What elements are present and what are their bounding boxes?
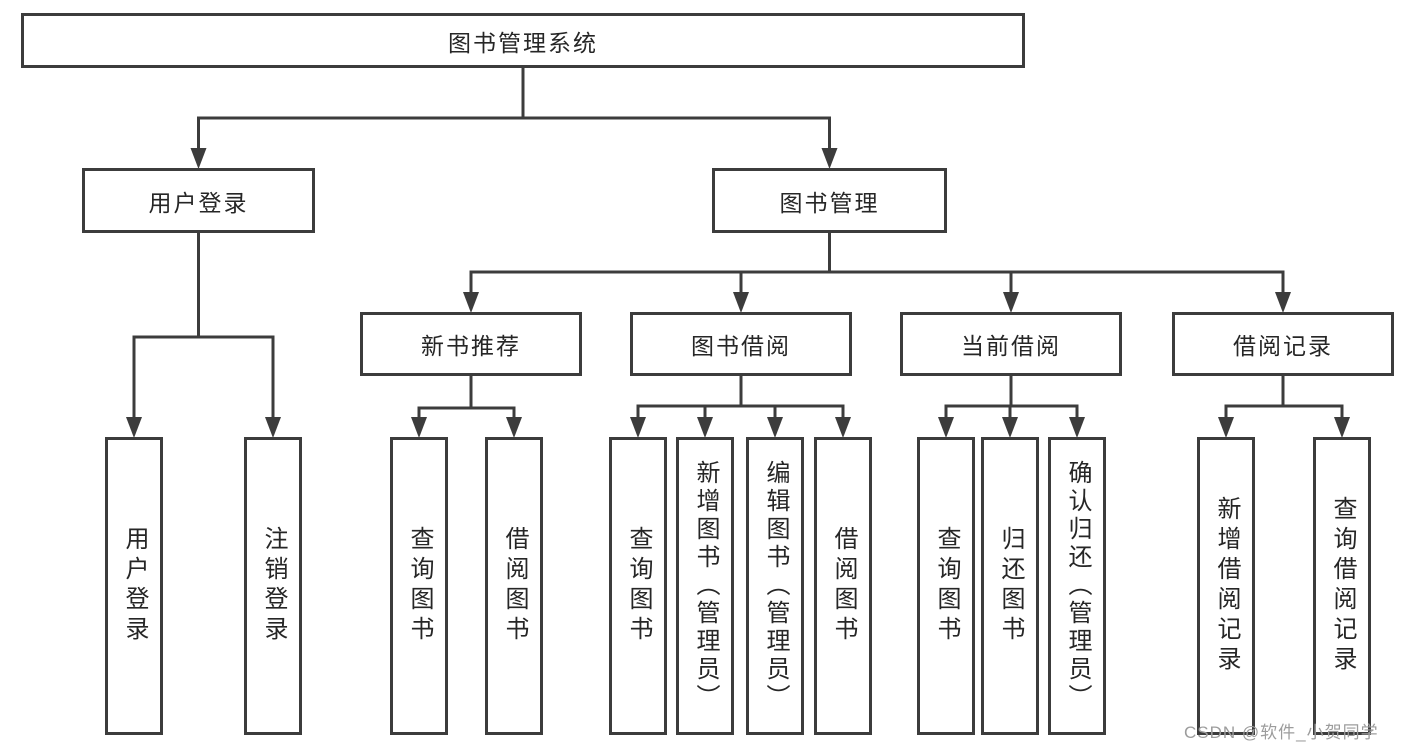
connector-newbook-to-leaves [417,376,516,420]
connector-current-to-leaves [944,376,1079,420]
leaf-add-borrow-record-label: 新增借阅记录 [1213,496,1240,676]
leaf-edit-book-admin-label: 编辑图书（管理员） [762,460,789,712]
leaf-confirm-return-admin: 确认归还（管理员） [1048,437,1106,735]
leaf-query-book-recommend-label: 查询图书 [406,526,433,646]
node-borrow-records-label: 借阅记录 [1233,333,1333,359]
leaf-return-book-label: 归还图书 [997,526,1024,646]
connector-bookmgmt-to-level2 [469,233,1285,295]
connector-root-to-level1 [197,68,831,150]
leaf-borrow-book: 借阅图书 [814,437,872,735]
node-user-login: 用户登录 [82,168,315,233]
node-current-borrow: 当前借阅 [900,312,1122,376]
connector-records-to-leaves [1224,376,1344,420]
node-borrow-records: 借阅记录 [1172,312,1394,376]
leaf-query-book-current-label: 查询图书 [933,526,960,646]
node-new-book-recommend-label: 新书推荐 [421,333,521,359]
leaf-query-book-borrow-label: 查询图书 [625,526,652,646]
leaf-user-login-label: 用户登录 [121,526,148,646]
leaf-user-login: 用户登录 [105,437,163,735]
leaf-query-book-current: 查询图书 [917,437,975,735]
leaf-query-book-borrow: 查询图书 [609,437,667,735]
connector-userlogin-to-leaves [132,233,275,420]
leaf-add-book-admin: 新增图书（管理员） [676,437,734,735]
leaf-borrow-book-recommend-label: 借阅图书 [501,526,528,646]
leaf-borrow-book-label: 借阅图书 [830,526,857,646]
leaf-return-book: 归还图书 [981,437,1039,735]
node-book-management-label: 图书管理 [779,189,880,216]
leaf-query-borrow-record: 查询借阅记录 [1313,437,1371,735]
leaf-logout-label: 注销登录 [260,526,287,646]
leaf-confirm-return-admin-label: 确认归还（管理员） [1064,460,1091,712]
connector-borrow-to-leaves [636,376,845,420]
node-user-login-label: 用户登录 [148,189,249,216]
node-new-book-recommend: 新书推荐 [360,312,582,376]
leaf-borrow-book-recommend: 借阅图书 [485,437,543,735]
leaf-query-book-recommend: 查询图书 [390,437,448,735]
leaf-query-borrow-record-label: 查询借阅记录 [1329,496,1356,676]
leaf-edit-book-admin: 编辑图书（管理员） [746,437,804,735]
node-book-management: 图书管理 [712,168,947,233]
leaf-add-borrow-record: 新增借阅记录 [1197,437,1255,735]
leaf-add-book-admin-label: 新增图书（管理员） [692,460,719,712]
node-library-system: 图书管理系统 [21,13,1025,68]
node-current-borrow-label: 当前借阅 [961,333,1061,359]
arrowheads [126,148,1350,438]
leaf-logout: 注销登录 [244,437,302,735]
csdn-watermark: CSDN @软件_小贺同学 [1184,723,1379,742]
node-library-system-label: 图书管理系统 [448,29,598,56]
node-book-borrow-label: 图书借阅 [691,333,791,359]
node-book-borrow: 图书借阅 [630,312,852,376]
